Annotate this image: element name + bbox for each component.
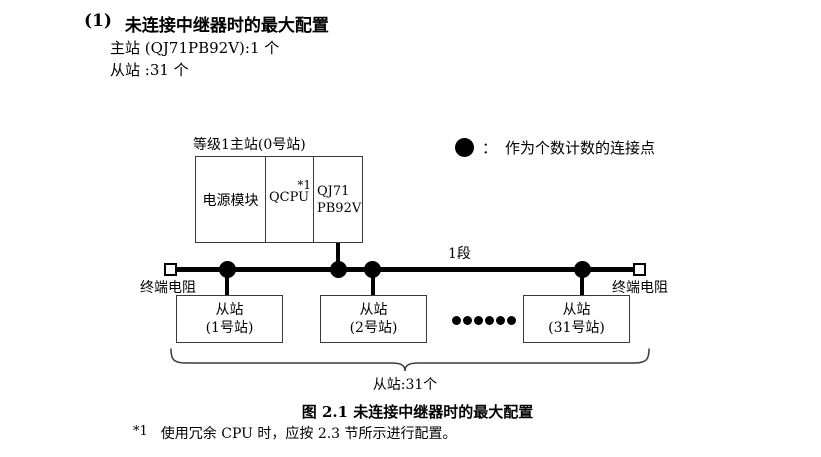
slave3-line1: 从站 <box>562 302 591 318</box>
ellipsis-dot-icon <box>463 316 472 325</box>
cpu-label: QCPU <box>269 190 310 205</box>
connection-point-icon <box>364 261 381 278</box>
terminating-resistor-left-label: 终端电阻 <box>140 280 196 296</box>
connection-point-icon <box>455 138 474 157</box>
terminating-resistor-right-label: 终端电阻 <box>612 280 668 296</box>
slave3-line2: (31号站) <box>548 320 605 336</box>
slave1-line1: 从站 <box>215 302 244 318</box>
slave-station-box-3: 从站 (31号站) <box>523 295 630 343</box>
slave1-drop-line <box>225 270 229 295</box>
footnote: *1 使用冗余 CPU 时，应按 2.3 节所示进行配置。 <box>133 423 457 443</box>
slaves-brace <box>170 348 650 372</box>
slave-station-box-2: 从站 (2号站) <box>320 295 427 343</box>
power-module-cell: 电源模块 <box>196 157 266 242</box>
ellipsis-dot-icon <box>507 316 516 325</box>
master-station-box: 电源模块 *1 QCPU QJ71 PB92V <box>195 156 363 243</box>
ellipsis-dot-icon <box>496 316 505 325</box>
footnote-marker: *1 <box>133 424 148 439</box>
pb92v-line2: PB92V <box>317 200 362 216</box>
legend: ： 作为个数计数的连接点 <box>455 137 655 158</box>
legend-colon: ： <box>482 139 498 157</box>
ellipsis-dot-icon <box>474 316 483 325</box>
section-title: 未连接中继器时的最大配置 <box>124 16 329 36</box>
connection-point-icon <box>574 261 591 278</box>
slave2-drop-line <box>371 270 375 295</box>
pb92v-cell: QJ71 PB92V <box>314 157 362 242</box>
slaves-total-label: 从站:31个 <box>372 377 438 393</box>
connection-point-icon <box>219 261 236 278</box>
bus-line <box>177 267 635 272</box>
footnote-text: 使用冗余 CPU 时，应按 2.3 节所示进行配置。 <box>160 426 457 442</box>
pb92v-line1: QJ71 <box>317 183 350 199</box>
segment-label: 1段 <box>448 246 471 262</box>
slave3-drop-line <box>580 270 584 295</box>
section-number: (1) <box>84 11 112 31</box>
slave-station-box-1: 从站 (1号站) <box>176 295 283 343</box>
slave2-line2: (2号站) <box>349 320 398 336</box>
ellipsis-dot-icon <box>452 316 461 325</box>
figure-caption: 图 2.1 未连接中继器时的最大配置 <box>301 403 534 421</box>
slave-count-line: 从站 :31 个 <box>110 61 189 79</box>
cpu-footnote-marker: *1 <box>297 178 311 192</box>
master-station-label: 等级1主站(0号站) <box>193 137 306 153</box>
master-count-line: 主站 (QJ71PB92V):1 个 <box>110 39 280 57</box>
cpu-cell: *1 QCPU <box>266 157 314 242</box>
ellipsis-dot-icon <box>485 316 494 325</box>
master-drop-line <box>336 243 340 270</box>
continuation-dots-icon <box>452 316 516 325</box>
slave1-line2: (1号站) <box>205 320 254 336</box>
terminating-resistor-right-icon <box>633 263 646 276</box>
slave2-line1: 从站 <box>359 302 388 318</box>
legend-label: 作为个数计数的连接点 <box>505 139 656 157</box>
terminating-resistor-left-icon <box>164 263 177 276</box>
section-heading: (1) 未连接中继器时的最大配置 <box>84 11 329 36</box>
